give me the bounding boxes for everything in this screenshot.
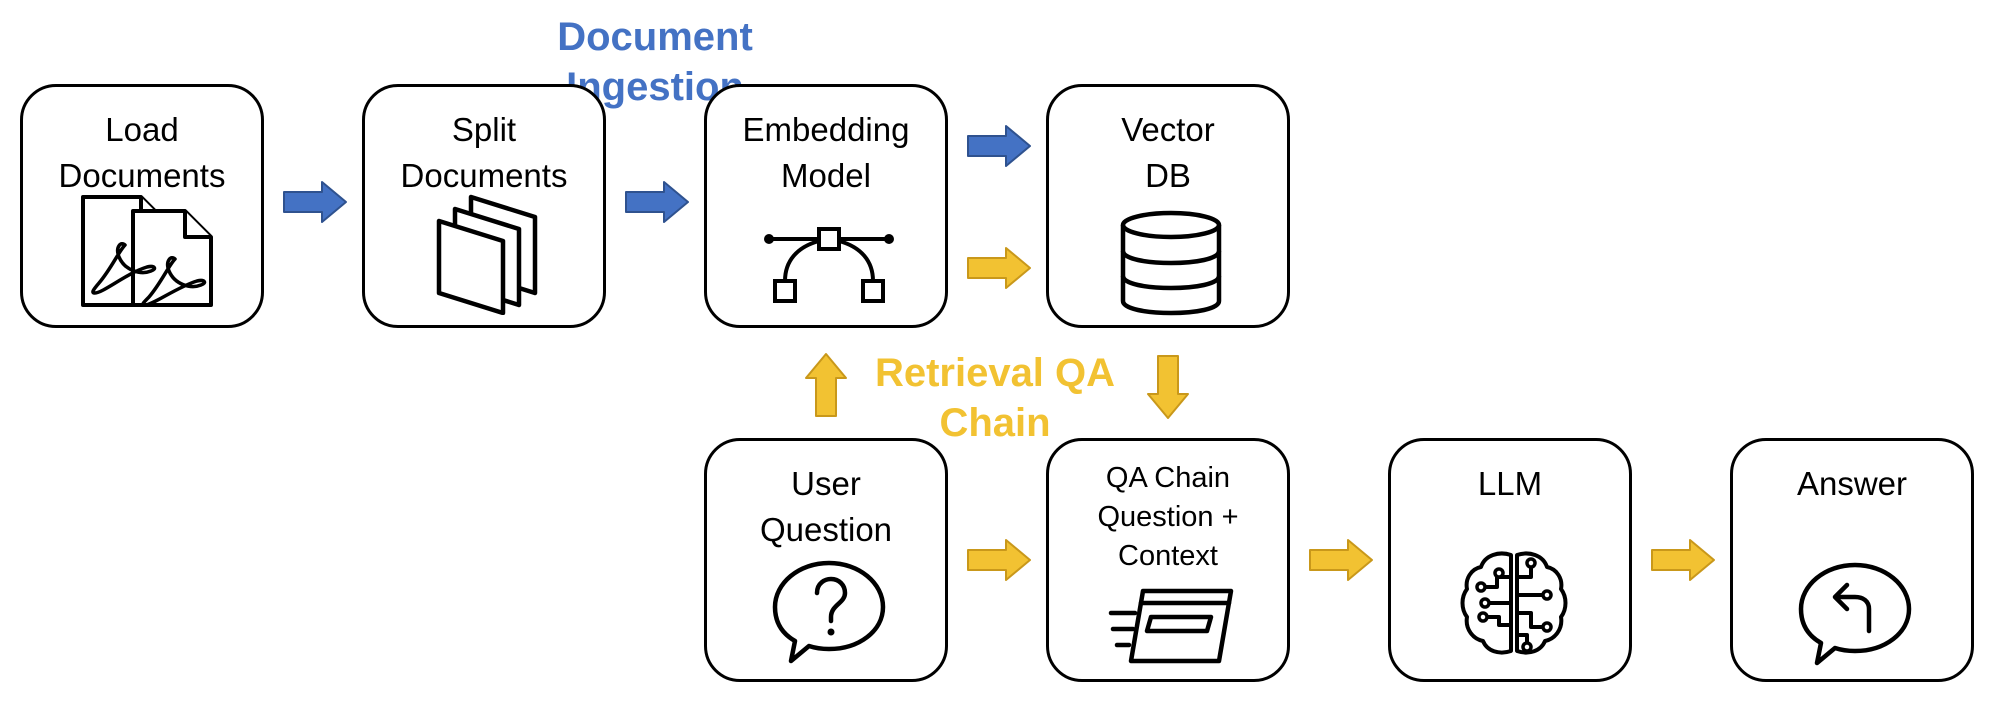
question-bubble-icon	[772, 560, 886, 664]
question-to-qachain-arrow	[967, 539, 1031, 581]
user-question-label: User Question	[759, 465, 893, 548]
embedding-model-label: Embedding Model	[742, 111, 910, 194]
fast-document-icon	[1108, 588, 1234, 664]
reply-bubble-icon	[1798, 562, 1912, 666]
vector-bezier-icon	[764, 227, 894, 303]
load-to-split-arrow	[283, 181, 347, 223]
llm-to-answer-arrow	[1651, 539, 1715, 581]
answer-node: Answer	[1730, 438, 1974, 682]
retrieval-qa-chain-heading: Retrieval QA Chain	[874, 351, 1116, 445]
load-documents-node: Load Documents	[20, 84, 264, 328]
embedding-model-node: Embedding Model	[704, 84, 948, 328]
embedding-to-vectordb-blue-arrow	[967, 125, 1031, 167]
user-question-node: User Question	[704, 438, 948, 682]
qa-chain-label: QA Chain Question + Context	[1097, 462, 1239, 572]
split-to-embedding-arrow	[625, 181, 689, 223]
vector-db-label: Vector DB	[1121, 111, 1215, 194]
pdf-documents-icon	[81, 195, 213, 307]
llm-label: LLM	[1477, 465, 1543, 502]
stacked-pages-icon	[436, 194, 538, 315]
embedding-to-vectordb-gold-arrow	[967, 247, 1031, 289]
split-documents-node: Split Documents	[362, 84, 606, 328]
answer-label: Answer	[1796, 465, 1908, 502]
split-documents-label: Split Documents	[400, 111, 568, 194]
vectordb-to-qachain-arrow	[1147, 355, 1189, 419]
vector-db-node: Vector DB	[1046, 84, 1290, 328]
database-icon	[1120, 210, 1222, 316]
brain-circuit-icon	[1460, 551, 1568, 655]
load-documents-label: Load Documents	[58, 111, 226, 194]
document-ingestion-heading: Document Ingestion	[557, 15, 753, 109]
llm-node: LLM	[1388, 438, 1632, 682]
qa-chain-node: QA Chain Question + Context	[1046, 438, 1290, 682]
question-to-embedding-arrow	[805, 353, 847, 417]
qachain-to-llm-arrow	[1309, 539, 1373, 581]
